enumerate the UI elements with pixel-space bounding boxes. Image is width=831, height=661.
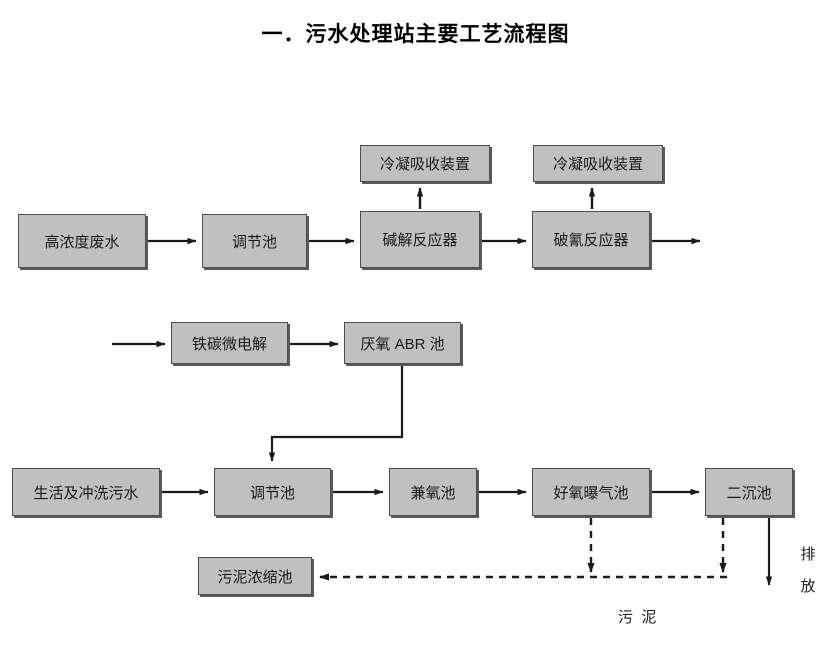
node-alkaline-hydrolysis-reactor[interactable]: 碱解反应器 <box>360 211 480 268</box>
node-label: 调节池 <box>249 484 295 502</box>
node-secondary-clarifier[interactable]: 二沉池 <box>705 468 793 516</box>
node-domestic-flush-wastewater[interactable]: 生活及冲洗污水 <box>12 468 160 516</box>
node-label: 冷凝吸收装置 <box>379 156 470 173</box>
node-label: 高浓度废水 <box>44 233 120 251</box>
node-condensate-absorber-2[interactable]: 冷凝吸收装置 <box>533 145 663 182</box>
node-label: 冷凝吸收装置 <box>552 156 643 173</box>
node-iron-carbon-microelectrolysis[interactable]: 铁碳微电解 <box>171 322 288 364</box>
node-label: 碱解反应器 <box>382 232 458 249</box>
node-regulating-tank-1[interactable]: 调节池 <box>202 214 307 268</box>
node-label: 铁碳微电解 <box>191 335 267 353</box>
node-label: 生活及冲洗污水 <box>33 484 139 502</box>
node-condensate-absorber-1[interactable]: 冷凝吸收装置 <box>360 145 490 182</box>
page-title: 一．污水处理站主要工艺流程图 <box>261 23 570 46</box>
node-label: 兼氧池 <box>410 484 456 502</box>
node-anaerobic-abr-tank[interactable]: 厌氧 ABR 池 <box>344 322 461 364</box>
discharge-label-char-2: 放 <box>800 578 816 595</box>
node-label: 破氰反应器 <box>553 232 629 249</box>
node-label: 厌氧 ABR 池 <box>360 335 445 353</box>
node-label: 好氧曝气池 <box>553 484 629 502</box>
node-high-concentration-wastewater[interactable]: 高浓度废水 <box>18 214 146 268</box>
node-cyanide-breaking-reactor[interactable]: 破氰反应器 <box>532 211 650 268</box>
edge-abr-to-regulating2 <box>268 366 404 462</box>
node-label: 调节池 <box>231 233 277 251</box>
node-facultative-tank[interactable]: 兼氧池 <box>389 468 477 516</box>
node-sludge-thickening-tank[interactable]: 污泥浓缩池 <box>198 557 312 595</box>
node-label: 二沉池 <box>726 484 772 502</box>
sludge-flow-label: 污 泥 <box>618 609 657 626</box>
node-label: 污泥浓缩池 <box>217 568 293 586</box>
discharge-label-char-1: 排 <box>800 546 816 563</box>
node-aerobic-aeration-tank[interactable]: 好氧曝气池 <box>532 468 650 516</box>
node-regulating-tank-2[interactable]: 调节池 <box>214 468 331 516</box>
